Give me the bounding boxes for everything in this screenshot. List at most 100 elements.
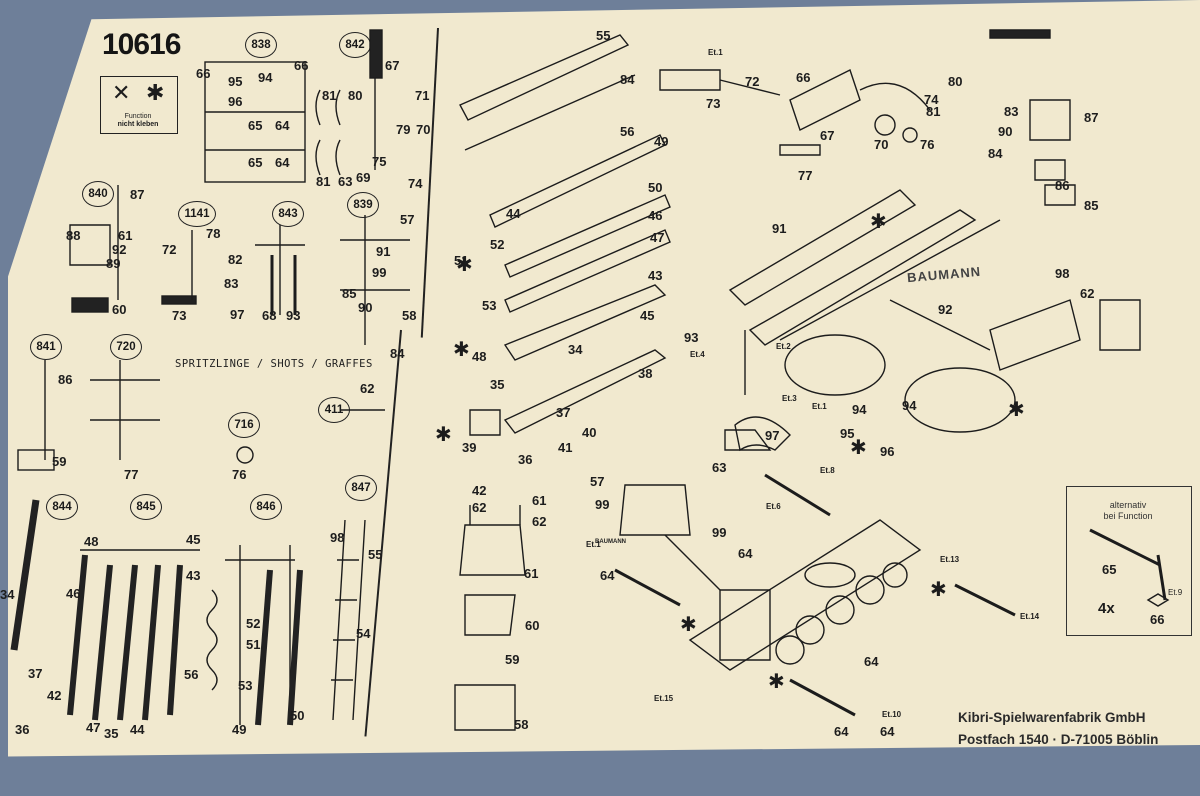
part-number-label: 88: [66, 228, 81, 243]
part-number-label: 66: [796, 70, 811, 85]
part-number-label: 64: [880, 724, 895, 739]
part-number-label: 99: [595, 497, 610, 512]
part-number-label: Et.6: [766, 502, 781, 511]
sprue-badge-843: 843: [272, 201, 304, 227]
part-number-label: 94: [852, 402, 867, 417]
alternative-part-c: Et.9: [1168, 588, 1183, 597]
part-number-label: 44: [130, 722, 145, 737]
part-number-label: 81: [322, 88, 337, 103]
part-number-label: 46: [648, 208, 663, 223]
part-number-label: 73: [172, 308, 187, 323]
sprue-badge-846: 846: [250, 494, 282, 520]
part-number-label: 48: [472, 349, 487, 364]
part-number-label: 45: [640, 308, 655, 323]
part-number-label: 64: [275, 155, 290, 170]
part-number-label: 74: [408, 176, 423, 191]
part-number-label: 68: [262, 308, 277, 323]
part-number-label: 72: [162, 242, 177, 257]
star-marker: ✱: [435, 424, 452, 446]
sprue-badge-716: 716: [228, 412, 260, 438]
part-number-label: 50: [290, 708, 305, 723]
part-number-label: Et.15: [654, 694, 674, 703]
part-number-label: 52: [490, 237, 505, 252]
part-number-label: 60: [112, 302, 127, 317]
part-number-label: 50: [648, 180, 663, 195]
part-number-label: 55: [596, 28, 611, 43]
part-number-label: 77: [798, 168, 813, 183]
sprue-badge-1141: 1141: [178, 201, 216, 227]
part-number-label: 70: [416, 122, 431, 137]
part-number-label: 37: [556, 405, 571, 420]
part-number-label: 65: [248, 118, 263, 133]
glue-note-box: [100, 76, 178, 134]
part-number-label: 57: [400, 212, 415, 227]
part-number-label: 40: [582, 425, 597, 440]
part-number-label: 36: [15, 722, 30, 737]
part-number-label: 75: [372, 154, 387, 169]
part-number-label: 97: [765, 428, 780, 443]
part-number-label: 81: [316, 174, 331, 189]
part-number-label: Et.4: [690, 350, 705, 359]
part-number-label: 57: [590, 474, 605, 489]
part-number-label: 61: [118, 228, 133, 243]
part-number-label: 36: [518, 452, 533, 467]
part-number-label: 61: [532, 493, 547, 508]
part-number-label: Et.8: [820, 466, 835, 475]
star-marker: ✱: [1008, 399, 1025, 421]
part-number-label: 98: [330, 530, 345, 545]
part-number-label: 47: [650, 230, 665, 245]
sprue-badge-844: 844: [46, 494, 78, 520]
part-number-label: 86: [1055, 178, 1070, 193]
part-number-label: 90: [998, 124, 1013, 139]
part-number-label: 89: [106, 256, 121, 271]
asterisk-icon: ✱: [146, 80, 165, 105]
part-number-label: 39: [462, 440, 477, 455]
alternative-part-a: 65: [1102, 562, 1117, 577]
footer-company: Kibri-Spielwarenfabrik GmbH: [958, 710, 1146, 725]
part-number-label: 66: [196, 66, 211, 81]
sprue-badge-842: 842: [339, 32, 371, 58]
part-number-label: 67: [820, 128, 835, 143]
part-number-label: 78: [206, 226, 221, 241]
part-number-label: 65: [248, 155, 263, 170]
part-number-label: 74: [924, 92, 939, 107]
part-number-label: Et.2: [776, 342, 791, 351]
part-number-label: 56: [184, 667, 199, 682]
part-number-label: 44: [506, 206, 521, 221]
part-number-label: 83: [1004, 104, 1019, 119]
part-number-label: 62: [360, 381, 375, 396]
part-number-label: 52: [246, 616, 261, 631]
part-number-label: 43: [648, 268, 663, 283]
sprue-badge-845: 845: [130, 494, 162, 520]
part-number-label: 69: [356, 170, 371, 185]
star-marker: ✱: [870, 211, 887, 233]
sprue-badge-838: 838: [245, 32, 277, 58]
part-number-label: 64: [275, 118, 290, 133]
star-marker: ✱: [930, 579, 947, 601]
part-number-label: Et.1: [708, 48, 723, 57]
part-number-label: 48: [84, 534, 99, 549]
part-number-label: 62: [532, 514, 547, 529]
part-number-label: 97: [230, 307, 245, 322]
part-number-label: 93: [684, 330, 699, 345]
part-number-label: Et.10: [882, 710, 902, 719]
part-number-label: 79: [396, 122, 411, 137]
part-number-label: 61: [524, 566, 539, 581]
part-number-label: 51: [246, 637, 261, 652]
part-number-label: 99: [372, 265, 387, 280]
part-number-label: 72: [745, 74, 760, 89]
part-number-label: 62: [472, 500, 487, 515]
part-number-label: 34: [568, 342, 583, 357]
part-number-label: 59: [505, 652, 520, 667]
part-number-label: 35: [104, 726, 119, 741]
part-number-label: 54: [356, 626, 371, 641]
part-number-label: 67: [385, 58, 400, 73]
part-number-label: Et.1: [812, 402, 827, 411]
part-number-label: 55: [368, 547, 383, 562]
part-number-label: 76: [920, 137, 935, 152]
part-number-label: 63: [338, 174, 353, 189]
part-number-label: 86: [58, 372, 73, 387]
part-number-label: 96: [880, 444, 895, 459]
part-number-label: Et.3: [782, 394, 797, 403]
